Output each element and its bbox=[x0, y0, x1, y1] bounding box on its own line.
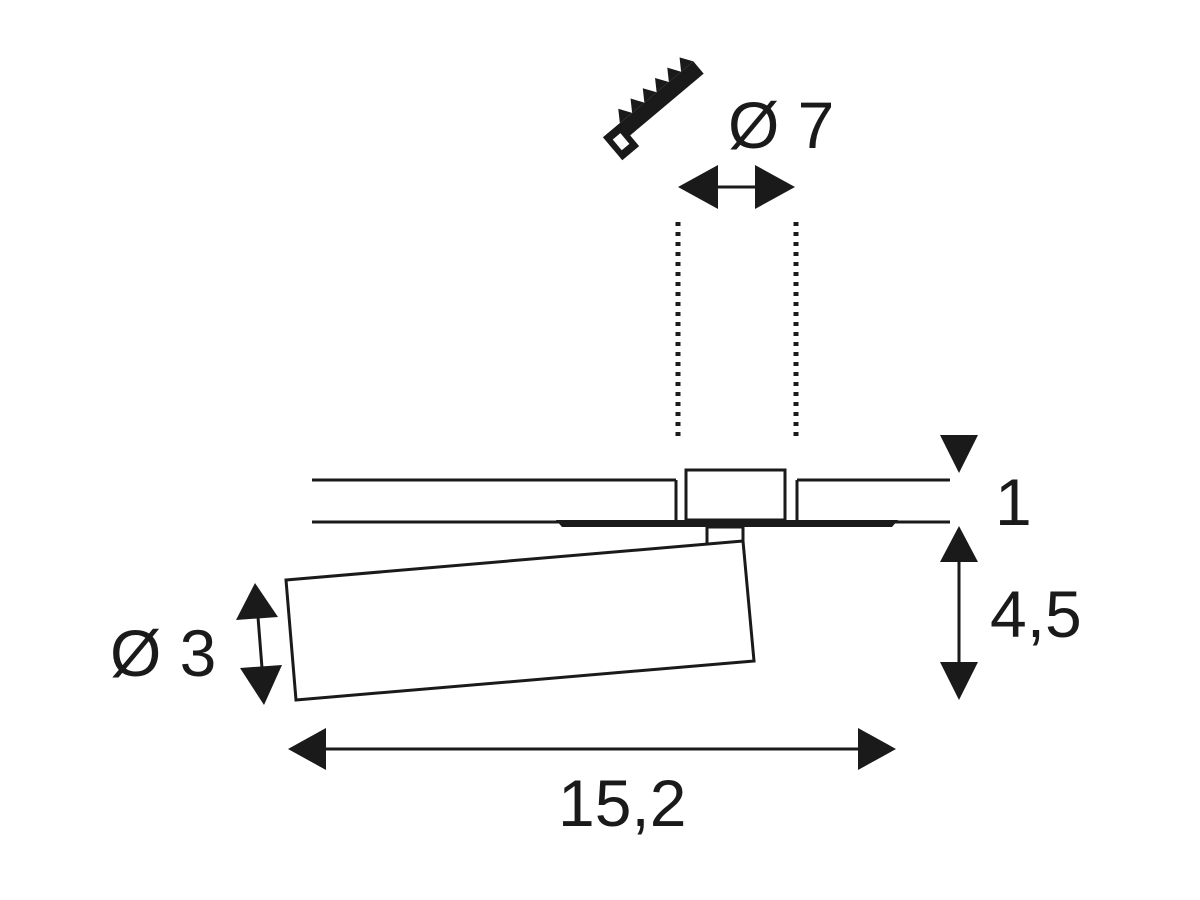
length-dimension bbox=[288, 728, 896, 770]
saw-icon bbox=[603, 57, 704, 161]
height-label: 4,5 bbox=[990, 577, 1082, 651]
ceiling-panel bbox=[312, 478, 950, 524]
height-dimension bbox=[940, 526, 978, 700]
thickness-label: 1 bbox=[995, 465, 1032, 539]
head-diameter-label: Ø 3 bbox=[110, 616, 216, 690]
cutout-diameter-label: Ø 7 bbox=[728, 88, 834, 162]
length-label: 15,2 bbox=[558, 766, 686, 840]
mounting-plate bbox=[556, 468, 898, 527]
head-diameter-dimension bbox=[236, 583, 282, 705]
cutout-width-arrow bbox=[678, 165, 795, 209]
thickness-dimension bbox=[940, 435, 978, 473]
spotlight-head bbox=[284, 539, 756, 702]
